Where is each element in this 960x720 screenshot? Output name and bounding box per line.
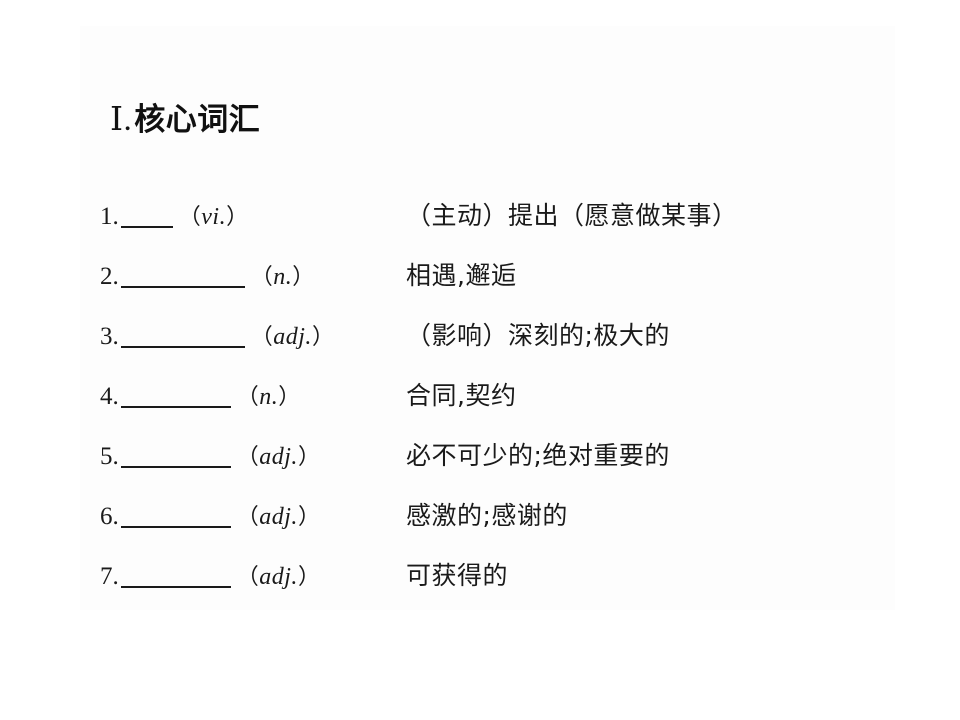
vocab-meaning: （主动）提出（愿意做某事） <box>406 201 738 230</box>
vocab-term-cell: 5. （adj.） <box>100 436 406 475</box>
vocab-term-cell: 1. （vi.） <box>100 196 406 235</box>
pos-open-paren: （ <box>236 565 260 590</box>
section-numeral: Ⅰ. <box>110 102 133 138</box>
part-of-speech: （vi.） <box>179 200 249 235</box>
vocab-row: 2. （n.） 相遇,邂逅 <box>100 256 900 316</box>
vocab-answer-blank[interactable] <box>120 560 231 588</box>
vocab-answer-blank[interactable] <box>120 200 173 228</box>
part-of-speech: （adj.） <box>237 440 321 475</box>
vocab-term-cell: 2. （n.） <box>100 256 406 295</box>
vocab-index: 1. <box>100 203 119 230</box>
vocab-index: 3. <box>100 323 119 350</box>
vocab-answer-blank[interactable] <box>120 380 231 408</box>
vocab-meaning: （影响）深刻的;极大的 <box>406 321 670 350</box>
pos-close-paren: ） <box>292 265 315 290</box>
vocab-term-cell: 6. （adj.） <box>100 496 406 535</box>
part-of-speech: （adj.） <box>237 500 321 535</box>
pos-open-paren: （ <box>236 445 260 470</box>
pos-close-paren: ） <box>297 565 321 590</box>
pos-close-paren: ） <box>311 325 335 350</box>
pos-label: n. <box>259 384 279 410</box>
vocab-term-cell: 7. （adj.） <box>100 556 406 595</box>
pos-label: n. <box>273 264 293 290</box>
vocab-row: 3. （adj.） （影响）深刻的;极大的 <box>100 316 900 376</box>
vocab-row: 4. （n.） 合同,契约 <box>100 376 900 436</box>
pos-label: adj. <box>259 564 298 590</box>
part-of-speech: （adj.） <box>251 320 335 355</box>
section-title-text: 核心词汇 <box>134 102 261 138</box>
pos-open-paren: （ <box>236 505 260 530</box>
pos-close-paren: ） <box>297 505 321 530</box>
pos-open-paren: （ <box>236 385 260 410</box>
vocab-term-cell: 4. （n.） <box>100 376 406 415</box>
pos-open-paren: （ <box>250 325 274 350</box>
pos-close-paren: ） <box>278 385 301 410</box>
vocab-meaning: 感激的;感谢的 <box>406 501 568 530</box>
pos-open-paren: （ <box>250 265 274 290</box>
pos-open-paren: （ <box>178 205 202 230</box>
vocab-index: 4. <box>100 383 119 410</box>
vocab-index: 6. <box>100 503 119 530</box>
vocab-index: 2. <box>100 263 119 290</box>
vocab-index: 7. <box>100 563 119 590</box>
vocab-meaning: 合同,契约 <box>406 381 517 410</box>
part-of-speech: （adj.） <box>237 560 321 595</box>
vocab-row: 5. （adj.） 必不可少的;绝对重要的 <box>100 436 900 496</box>
vocab-answer-blank[interactable] <box>120 500 231 528</box>
pos-label: adj. <box>273 324 312 350</box>
vocab-index: 5. <box>100 443 119 470</box>
vocab-meaning: 可获得的 <box>406 561 509 590</box>
vocab-row: 6. （adj.） 感激的;感谢的 <box>100 496 900 556</box>
pos-close-paren: ） <box>297 445 321 470</box>
vocab-answer-blank[interactable] <box>120 440 231 468</box>
vocab-term-cell: 3. （adj.） <box>100 316 406 355</box>
section-heading: Ⅰ.核心词汇 <box>110 104 260 137</box>
vocab-row: 7. （adj.） 可获得的 <box>100 556 900 616</box>
part-of-speech: （n.） <box>237 380 301 415</box>
pos-label: vi. <box>201 204 227 230</box>
vocab-meaning: 相遇,邂逅 <box>406 261 517 290</box>
pos-label: adj. <box>259 444 298 470</box>
part-of-speech: （n.） <box>251 260 315 295</box>
vocab-meaning: 必不可少的;绝对重要的 <box>406 441 670 470</box>
pos-close-paren: ） <box>226 205 249 230</box>
pos-label: adj. <box>259 504 298 530</box>
vocab-row: 1. （vi.） （主动）提出（愿意做某事） <box>100 196 900 256</box>
vocab-answer-blank[interactable] <box>120 260 245 288</box>
vocab-answer-blank[interactable] <box>120 320 245 348</box>
